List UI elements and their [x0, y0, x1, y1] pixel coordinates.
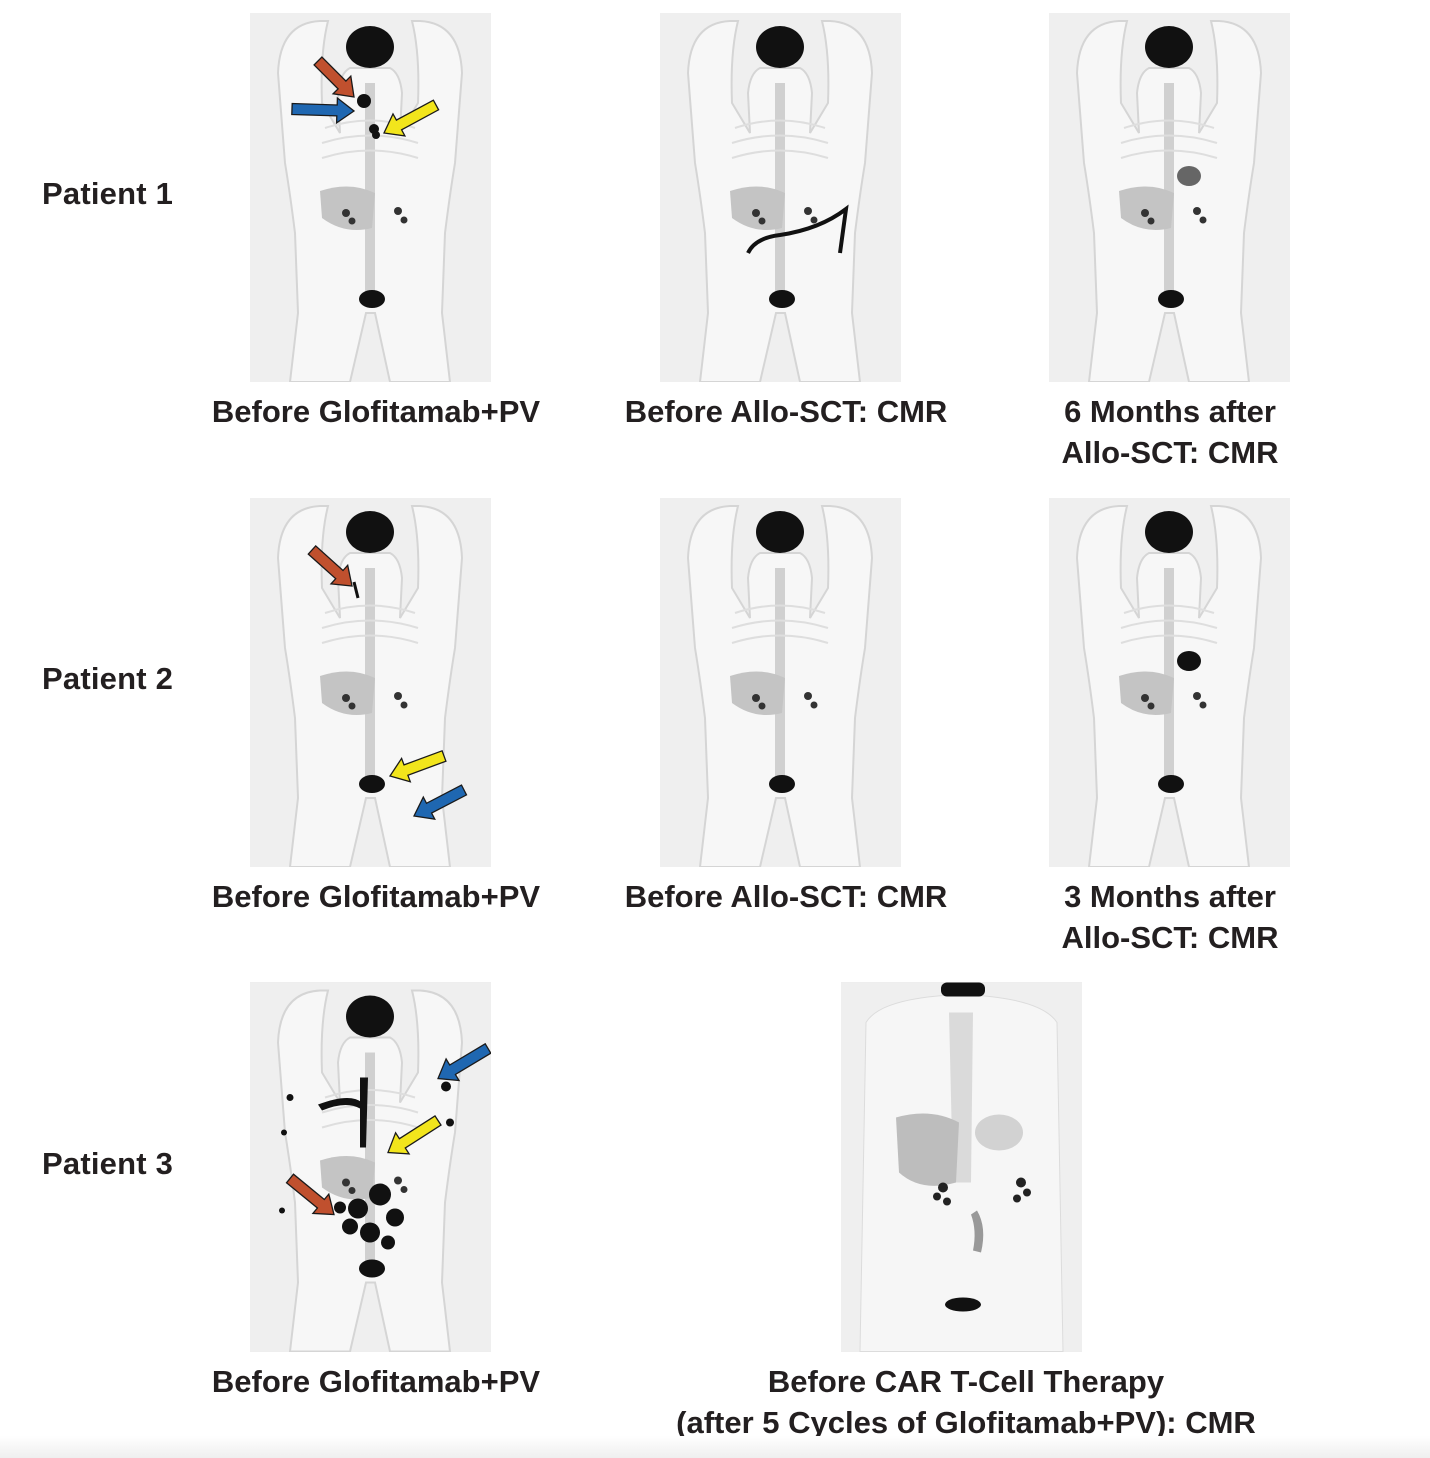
red-arrow	[285, 1173, 335, 1216]
blue-arrow	[413, 784, 468, 821]
bladder	[359, 1259, 385, 1278]
caption-patient1-6-months-after: 6 Months after Allo-SCT: CMR	[1061, 394, 1279, 470]
caption-patient2-before-allo-sct: Before Allo-SCT: CMR	[624, 879, 948, 914]
spine	[365, 568, 375, 778]
patient-2-label: Patient 2	[42, 661, 174, 696]
patient-3-label: Patient 3	[42, 1146, 174, 1181]
spine	[775, 83, 785, 293]
brain-uptake	[1145, 511, 1193, 553]
kidneys	[342, 1176, 408, 1194]
liver	[730, 671, 785, 716]
scan-patient2-before-glofitamab	[250, 498, 491, 867]
brain-uptake	[756, 26, 804, 68]
liver	[1119, 186, 1174, 231]
bladder	[1158, 775, 1184, 793]
scan-patient1-before-glofitamab	[250, 13, 491, 382]
spine	[1164, 83, 1174, 293]
kidneys	[1141, 207, 1207, 225]
liver	[320, 1155, 375, 1200]
caption-patient2-before-glofitamab: Before Glofitamab+PV	[211, 879, 541, 914]
liver	[320, 186, 375, 231]
kidneys	[752, 692, 818, 710]
spine	[775, 568, 785, 778]
bladder	[769, 290, 795, 308]
scan-patient2-3-months-after	[1049, 498, 1290, 867]
red-arrow	[307, 544, 353, 587]
brain-uptake	[1145, 26, 1193, 68]
blue-arrow	[291, 96, 356, 125]
liver	[730, 186, 785, 231]
kidneys	[342, 207, 408, 225]
scan-patient3-before-car-t	[841, 982, 1082, 1352]
yellow-arrow	[388, 749, 447, 783]
bladder	[769, 775, 795, 793]
bladder	[1158, 290, 1184, 308]
scan-patient3-before-glofitamab	[250, 982, 491, 1352]
caption-patient3-before-glofitamab: Before Glofitamab+PV	[211, 1364, 541, 1399]
kidneys	[342, 692, 408, 710]
kidneys	[1141, 692, 1207, 710]
bottom-fade	[0, 1436, 1430, 1458]
bladder	[359, 290, 385, 308]
kidneys	[752, 207, 818, 225]
spine	[365, 83, 375, 293]
caption-patient3-before-car-t: Before CAR T-Cell Therapy (after 5 Cycle…	[676, 1364, 1256, 1440]
stent-line	[746, 204, 849, 254]
yellow-arrow	[387, 1115, 442, 1155]
liver	[320, 671, 375, 716]
spine	[365, 1052, 375, 1263]
brain-uptake	[346, 995, 394, 1038]
patient-1-label: Patient 1	[42, 176, 174, 211]
heart-uptake	[1177, 651, 1201, 671]
scan-patient1-before-allo-sct	[660, 13, 901, 382]
torso-silhouette	[859, 982, 1064, 1352]
scan-patient2-before-allo-sct	[660, 498, 901, 867]
red-arrow	[313, 56, 355, 98]
yellow-arrow	[383, 99, 440, 137]
brain-uptake	[756, 511, 804, 553]
caption-patient1-before-allo-sct: Before Allo-SCT: CMR	[624, 394, 948, 429]
liver	[1119, 671, 1174, 716]
scan-patient1-6-months-after	[1049, 13, 1290, 382]
brain-uptake	[346, 26, 394, 68]
brain-uptake	[346, 511, 394, 553]
blue-arrow	[437, 1042, 491, 1082]
spine	[1164, 568, 1174, 778]
bladder	[359, 775, 385, 793]
caption-patient1-before-glofitamab: Before Glofitamab+PV	[211, 394, 541, 429]
caption-patient2-3-months-after: 3 Months after Allo-SCT: CMR	[1061, 879, 1279, 955]
heart-uptake	[1177, 166, 1201, 186]
